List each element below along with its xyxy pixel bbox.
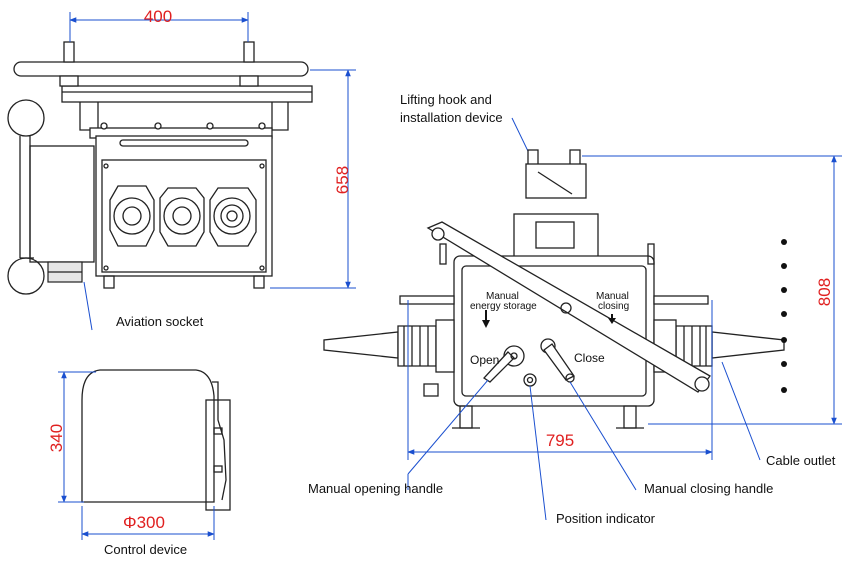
control-device-label: Control device [104,542,187,557]
dim-658: 658 [270,69,356,289]
manual-energy-text-2: energy storage [470,301,537,312]
manual-closing-handle-label: Manual closing handle [644,481,773,496]
manual-opening-handle [483,345,525,383]
dim-340: 340 [47,371,96,503]
dim-808: 808 [582,155,842,425]
bushing-3 [209,187,257,247]
dim-400-label: 400 [144,7,172,26]
control-device [81,369,231,511]
dim-658-label: 658 [333,166,352,194]
dim-795-label: 795 [546,431,574,450]
manual-closing-text-1: Manual [596,291,629,302]
left-bushing [323,319,455,373]
dim-400: 400 [69,7,249,42]
close-text: Close [574,351,605,365]
position-indicator-label: Position indicator [556,511,656,526]
bushing-2 [159,187,205,247]
manual-energy-text-1: Manual [486,291,519,302]
manual-opening-handle-label: Manual opening handle [308,481,443,496]
dim-808-label: 808 [815,278,834,306]
dim-795: 795 [407,300,713,460]
open-text: Open [470,353,499,367]
cable-outlet-label: Cable outlet [766,453,836,468]
dim-340-label: 340 [47,424,66,452]
lifting-hook-label-1: Lifting hook and [400,92,492,107]
dim-300: Φ300 [81,506,215,540]
aviation-socket-label: Aviation socket [116,314,204,329]
side-view [7,41,313,331]
lifting-hook-label-2: installation device [400,110,503,125]
dim-300-label: Φ300 [123,513,165,532]
manual-closing-text-2: closing [598,301,629,312]
front-view [323,149,787,429]
manual-closing-handle [540,338,575,383]
position-indicator [523,373,537,387]
bushing-1 [109,185,155,247]
